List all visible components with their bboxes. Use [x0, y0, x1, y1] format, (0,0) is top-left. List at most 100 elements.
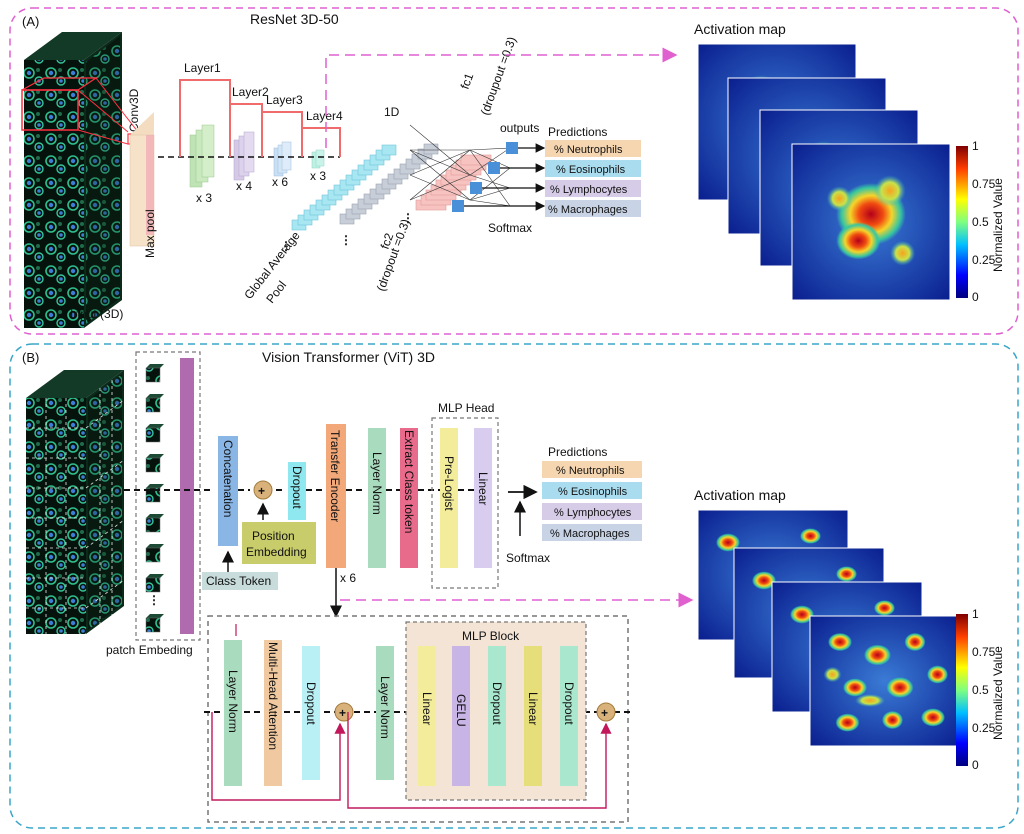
pred-a-neutrophils-box [545, 140, 641, 157]
colorbar-b-label: Normalized Value [991, 646, 1005, 740]
colorbar-b-tick-075: 0.75 [972, 645, 996, 659]
mult-x6: x 6 [272, 175, 288, 189]
colorbar-b-tick-025: 0.25 [972, 721, 996, 735]
colorbar-a-tick-0: 0 [972, 290, 979, 304]
max-pool-block [129, 112, 155, 247]
output-neuron-1 [506, 142, 518, 154]
patch-ellipsis: ⋮ [148, 593, 160, 607]
colorbar-b [956, 614, 968, 766]
mlp-linear-2-label: Linear [526, 692, 540, 725]
extract-class-token-block [400, 428, 418, 568]
max-pool-label: Max pool [143, 209, 157, 258]
mlp-linear-2 [524, 646, 542, 786]
layer-norm-block-b [368, 428, 386, 568]
enc-add-symbol-2: + [601, 706, 608, 720]
gap-vector [291, 144, 397, 231]
enc-dropout-1-label: Dropout [304, 682, 318, 725]
pred-a-neutrophils: % Neutrophils [554, 144, 623, 156]
gap-slab [381, 144, 397, 156]
patch-tile [145, 454, 164, 473]
mult-x3-1: x 3 [196, 191, 212, 205]
layer-norm-label-b: Layer Norm [370, 452, 384, 515]
output-neuron-2 [488, 162, 500, 174]
mlp-head-label: MLP Head [438, 401, 494, 415]
mlp-head-frame [431, 417, 499, 589]
mlp-linear-1-label: Linear [420, 692, 434, 725]
panel-b-title: Vision Transformer (ViT) 3D [262, 349, 435, 365]
patch-label: patch Embeding [106, 643, 193, 657]
resnet-stage-1 [189, 124, 215, 188]
extract-class-token-label: Extract Class token [402, 430, 416, 533]
fc2-vector [339, 143, 439, 225]
pred-b-neutrophils-box [542, 461, 642, 478]
patch-tile [145, 514, 164, 533]
colorbar-a-tick-075: 0.75 [972, 177, 996, 191]
activation-title-a: Activation map [694, 21, 786, 37]
ellipsis-fc2: ⋮ [340, 233, 352, 247]
pred-b-macrophages: % Macrophages [550, 528, 630, 540]
fc2-slab [423, 143, 439, 155]
layer2-label: Layer2 [232, 85, 269, 99]
patch-tile [145, 614, 164, 633]
pred-b-neutrophils: % Neutrophils [556, 465, 625, 477]
mult-x3-2: x 3 [310, 169, 326, 183]
ellipsis-gap: ⋮ [280, 239, 292, 253]
input-label-a: Input (3D) [70, 307, 123, 321]
colorbar-a-tick-025: 0.25 [972, 253, 996, 267]
enc-add-node-2 [596, 702, 616, 722]
heatmap-slice [791, 143, 951, 301]
mlp-linear-1 [418, 646, 436, 786]
colorbar-b-tick-0: 0 [972, 758, 979, 772]
patch-tile [145, 484, 164, 503]
pred-b-lymphocytes: % Lymphocytes [554, 507, 632, 519]
patch-projection-bar [180, 358, 194, 634]
pred-a-macrophages-box [545, 200, 641, 217]
concatenation-label: Concatenation [221, 440, 235, 517]
linear-head-label: Linear [476, 472, 490, 505]
fc1-label-line1: fc1 [458, 71, 477, 91]
dropout-block-b [288, 462, 306, 520]
enc-layer-norm-2 [376, 646, 394, 780]
panel-a-title: ResNet 3D-50 [250, 11, 339, 27]
resnet-stage-2 [233, 131, 255, 181]
layer1-label: Layer1 [184, 61, 221, 75]
pred-b-lymphocytes-box [542, 503, 642, 520]
concatenation-block [218, 436, 238, 546]
patch-tile [145, 394, 164, 413]
prelogist-block [440, 428, 458, 568]
mlp-block-label: MLP Block [462, 629, 520, 643]
layer4-label: Layer4 [306, 109, 343, 123]
oned-label: 1D [384, 105, 400, 119]
mlp-dropout-2 [560, 646, 578, 786]
linear-head-block [474, 428, 492, 568]
encoder-block-frame [207, 615, 629, 823]
arrow-to-activation-a [325, 47, 678, 148]
enc-dropout-1 [302, 646, 320, 780]
patch-tiles [145, 364, 164, 633]
pred-a-eosinophils: % Eosinophils [556, 164, 626, 176]
enc-mha-label: Multi-Head Attention [266, 642, 280, 750]
class-token-label: Class Token [206, 574, 271, 588]
softmax-label-a: Softmax [488, 221, 532, 235]
fc1-label-line2: (droupout =0.3) [478, 35, 519, 117]
colorbar-a-tick-05: 0.5 [972, 215, 989, 229]
pred-b-eosinophils: % Eosinophils [558, 486, 628, 498]
pred-a-lymphocytes: % Lymphocytes [550, 184, 628, 196]
pred-b-eosinophils-box [542, 482, 642, 499]
enc-layer-norm-1-label: Layer Norm [226, 670, 240, 733]
softmax-label-b: Softmax [506, 551, 550, 565]
mlp-gelu [452, 646, 470, 786]
enc-layer-norm-2-label: Layer Norm [378, 676, 392, 739]
input-volume-b [26, 370, 125, 634]
patch-tile [145, 364, 164, 383]
mlp-dropout-1 [488, 646, 506, 786]
class-token-box [202, 572, 278, 590]
position-add-node [253, 480, 273, 500]
dropout-label-b: Dropout [290, 466, 304, 509]
fc1-slab [460, 154, 492, 166]
pred-b-macrophages-box [542, 524, 642, 541]
mult-x4: x 4 [236, 179, 252, 193]
panel-b-tag: (B) [22, 350, 39, 365]
colorbar-b-tick-05: 0.5 [972, 683, 989, 697]
resnet-stage-3 [273, 141, 292, 177]
